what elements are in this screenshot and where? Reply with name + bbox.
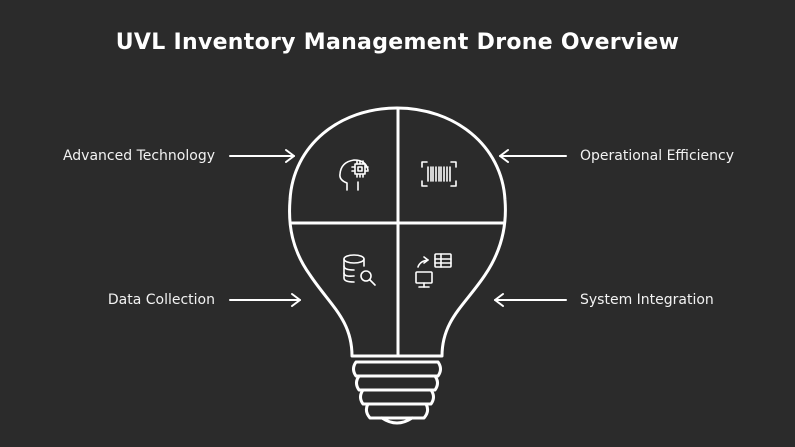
- arrow-operational-efficiency: [499, 149, 567, 163]
- diagram-title: UVL Inventory Management Drone Overview: [115, 30, 680, 55]
- monitor-sync-table-icon: [415, 253, 452, 288]
- arrow-data-collection: [229, 293, 301, 307]
- arrow-system-integration: [494, 293, 567, 307]
- label-data-collection: Data Collection: [107, 292, 215, 308]
- database-search-icon: [343, 254, 376, 286]
- arrow-advanced-technology: [229, 149, 295, 163]
- ai-head-chip-icon: [339, 159, 369, 191]
- label-operational-efficiency: Operational Efficiency: [580, 148, 735, 164]
- barcode-scan-icon: [421, 161, 457, 187]
- label-system-integration: System Integration: [580, 292, 714, 308]
- bulb-outline: [288, 106, 507, 358]
- bulb-base: [352, 360, 442, 425]
- label-advanced-technology: Advanced Technology: [62, 148, 215, 164]
